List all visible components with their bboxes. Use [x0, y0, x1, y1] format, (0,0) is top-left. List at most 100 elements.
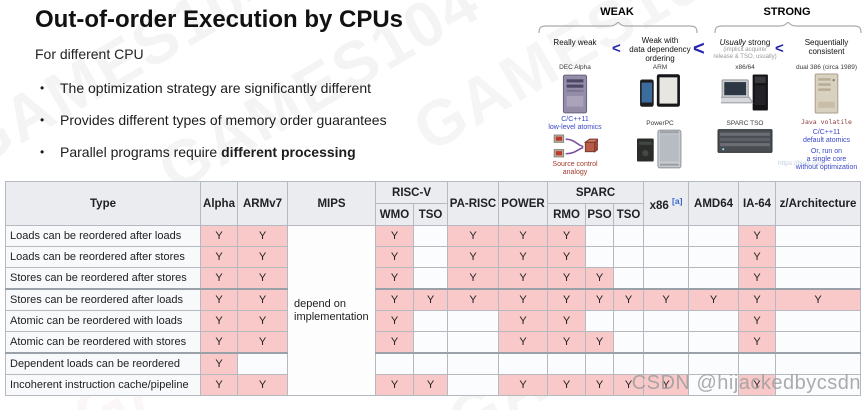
cell-yes: Y: [498, 374, 549, 396]
bullet-dot: •: [40, 81, 45, 95]
cell-empty: [688, 225, 740, 247]
cell-empty: [585, 246, 615, 268]
header-riscv: RISC-V: [374, 181, 449, 204]
header-x86: x86 [a]: [643, 181, 690, 226]
cell-yes: Y: [375, 246, 414, 268]
cell-empty: [775, 267, 862, 290]
bullet-dot: •: [40, 113, 45, 127]
cell-empty: [237, 352, 288, 375]
cell-yes: Y: [585, 374, 615, 396]
cell-empty: [775, 331, 862, 354]
cell-empty: [412, 352, 449, 375]
row-label: Atomic can be reordered with loads: [5, 310, 201, 332]
cell-yes: Y: [412, 288, 449, 311]
bullet-text: Parallel programs require: [60, 144, 222, 160]
header-sparc: SPARC: [547, 181, 645, 204]
strong-group-label: STRONG: [763, 6, 811, 18]
url-watermark: https://blog.csdn...: [778, 160, 831, 167]
header-pso: PSO: [585, 203, 615, 226]
strength-label: Usually strong (implicit acquire/release…: [703, 38, 787, 61]
row-label: Stores can be reordered after stores: [5, 267, 201, 290]
cell-empty: [613, 246, 645, 268]
arm-devices-image: [618, 73, 702, 117]
cell-yes: Y: [738, 310, 777, 332]
java-volatile-note: Java volatile: [801, 118, 852, 126]
subtitle: For different CPU: [35, 46, 144, 62]
cell-yes: Y: [447, 267, 500, 290]
cell-empty: [643, 246, 690, 268]
dec-alpha-image: [533, 73, 617, 117]
cell-empty: [775, 310, 862, 332]
cell-yes: Y: [613, 288, 645, 311]
memory-model-diagram: WEAK STRONG < < < Really weak DEC Alpha …: [533, 2, 865, 176]
memory-ordering-table: Type Alpha ARMv7 MIPS RISC-V PA-RISC POW…: [5, 181, 862, 396]
bullet-dot: •: [40, 145, 45, 159]
cell-yes: Y: [498, 225, 549, 247]
cell-yes: Y: [412, 374, 449, 396]
cell-yes: Y: [200, 352, 238, 375]
cell-yes: Y: [547, 246, 587, 268]
chevron-icon: <: [693, 38, 705, 60]
powerpc-label: PowerPC: [646, 120, 674, 127]
cell-empty: [688, 374, 740, 396]
row-label: Incoherent instruction cache/pipeline: [5, 374, 201, 396]
cell-yes: Y: [643, 374, 690, 396]
sparc-rack-image: [703, 128, 787, 154]
powerpc-devices-image: [618, 128, 702, 170]
cell-yes: Y: [585, 267, 615, 290]
cell-yes: Y: [200, 225, 238, 247]
cell-empty: [613, 352, 645, 375]
cell-yes: Y: [375, 288, 414, 311]
bullet-item: •Parallel programs require different pro…: [40, 144, 356, 160]
row-label: Loads can be reordered after loads: [5, 225, 201, 247]
cell-yes: Y: [200, 374, 238, 396]
cell-yes: Y: [200, 267, 238, 290]
cell-empty: [585, 310, 615, 332]
header-type: Type: [5, 181, 201, 226]
cell-yes: Y: [547, 374, 587, 396]
cell-empty: [585, 352, 615, 375]
header-sparc-tso: TSO: [613, 203, 645, 226]
page-title: Out-of-order Execution by CPUs: [35, 6, 404, 33]
cell-empty: [412, 310, 449, 332]
footnote-link[interactable]: [a]: [672, 195, 683, 206]
cell-yes: Y: [688, 288, 740, 311]
cell-empty: [775, 374, 862, 396]
device-label: ARM: [652, 64, 668, 71]
header-wmo: WMO: [375, 203, 414, 226]
cell-yes: Y: [547, 310, 587, 332]
row-label: Atomic can be reordered with stores: [5, 331, 201, 354]
mips-note-cell: depend on implementation: [287, 225, 376, 396]
bullet-text: The optimization strategy are significan…: [60, 80, 372, 96]
cell-empty: [688, 352, 740, 375]
cell-yes: Y: [375, 225, 414, 247]
cell-yes: Y: [643, 288, 690, 311]
table-header: Type Alpha ARMv7 MIPS RISC-V PA-RISC POW…: [5, 181, 862, 226]
cell-yes: Y: [237, 288, 288, 311]
dual-386-image: [788, 73, 865, 117]
csdn-watermark: CSDN @hijackedbycsdn: [631, 372, 861, 394]
cell-empty: [643, 267, 690, 290]
cell-empty: [613, 267, 645, 290]
header-ia64: IA-64: [738, 181, 777, 226]
cell-yes: Y: [237, 331, 288, 354]
cell-yes: Y: [613, 374, 645, 396]
cell-yes: Y: [375, 267, 414, 290]
cell-yes: Y: [237, 225, 288, 247]
cell-empty: [447, 331, 500, 354]
cell-yes: Y: [200, 246, 238, 268]
cell-empty: [613, 310, 645, 332]
cell-yes: Y: [447, 246, 500, 268]
header-zarch: z/Architecture: [775, 181, 862, 226]
sparc-tso-label: SPARC TSO: [726, 120, 764, 127]
